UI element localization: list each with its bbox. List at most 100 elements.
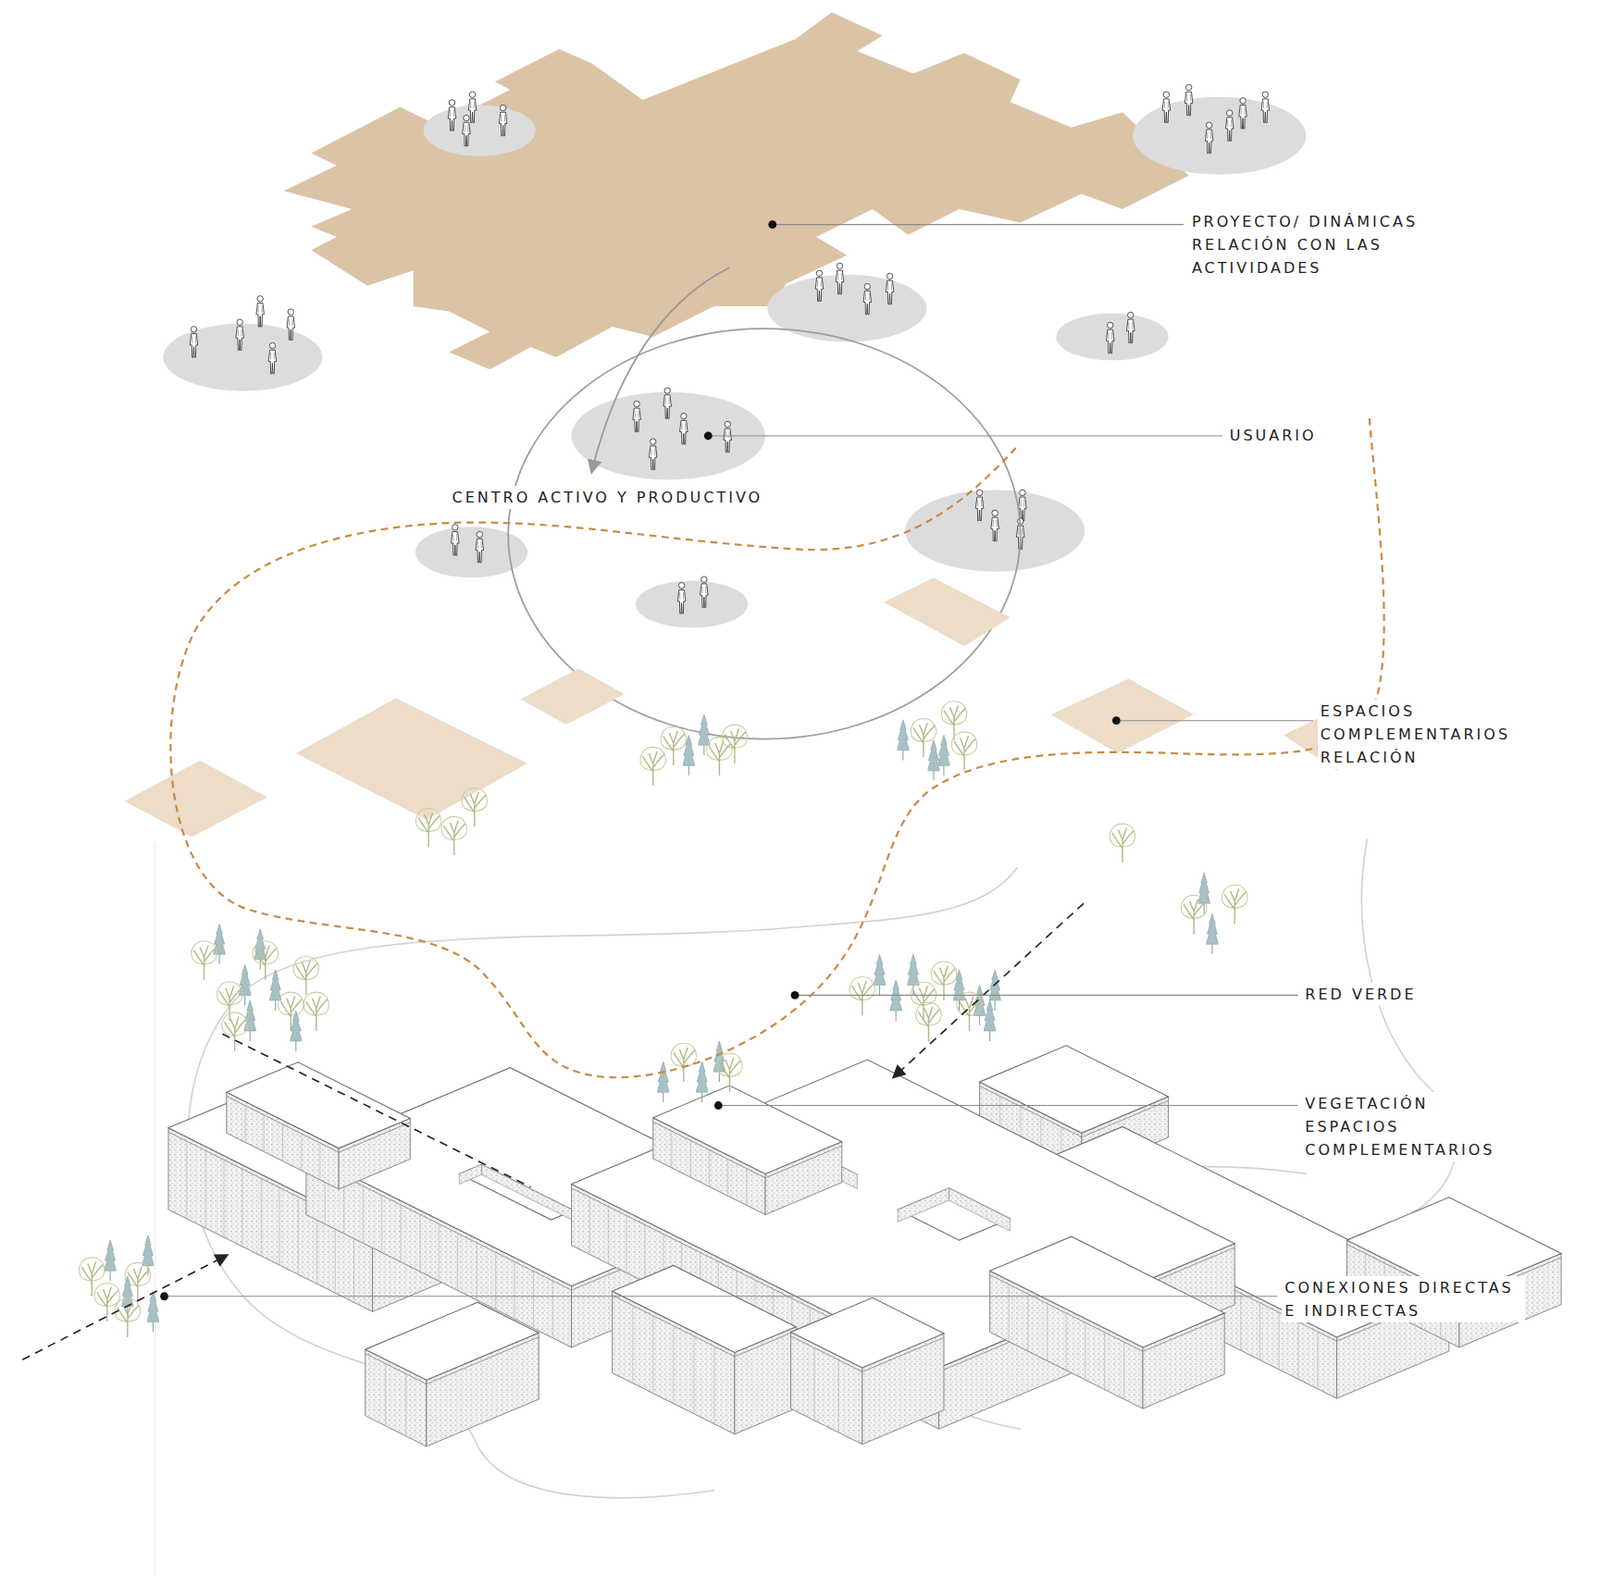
leader-line	[794, 994, 1299, 996]
mullion	[205, 1150, 207, 1228]
project-plane	[284, 12, 1190, 370]
mullion	[242, 1168, 244, 1247]
leader-line	[164, 1295, 1278, 1297]
roof-slab	[365, 1302, 539, 1380]
person-figure	[1239, 98, 1248, 129]
person-figure	[1127, 311, 1136, 343]
leader-dot	[1112, 716, 1121, 725]
deciduous-tree	[415, 808, 441, 848]
mullion	[814, 1348, 816, 1421]
user-area	[905, 489, 1085, 571]
green-network	[170, 418, 1384, 1078]
roof-slab	[653, 1085, 843, 1174]
mullion	[672, 1326, 674, 1404]
roof-slab	[979, 1045, 1169, 1134]
deciduous-tree	[278, 992, 304, 1031]
mullion	[263, 1115, 265, 1153]
connection-arrow	[22, 1255, 227, 1361]
conifer-tree	[953, 969, 966, 1011]
mullion	[260, 1178, 262, 1256]
mullion	[1046, 1303, 1048, 1362]
mullion	[223, 1159, 225, 1238]
courtyard	[897, 1188, 1010, 1241]
courtyard-wall	[481, 1164, 573, 1221]
courtyard-wall	[458, 1164, 482, 1184]
mullion	[514, 1261, 516, 1319]
mullion	[838, 1360, 840, 1433]
person-figure	[268, 342, 277, 373]
mullion	[1103, 1332, 1105, 1390]
leader-dot	[768, 220, 777, 229]
person-figure	[885, 272, 894, 304]
person-figure	[1261, 91, 1270, 123]
deciduous-tree	[1180, 894, 1206, 934]
conifer-tree	[238, 964, 251, 1005]
building	[168, 1045, 1562, 1447]
deciduous-tree	[222, 1012, 248, 1052]
mullion	[1123, 1341, 1125, 1400]
building-volume	[791, 1297, 944, 1444]
callout-label: ESPACIOS COMPLEMENTARIOS RELACIÓN	[1317, 699, 1523, 769]
mullion	[708, 1150, 710, 1188]
mullion	[476, 1242, 478, 1301]
conifer-tree	[121, 1276, 134, 1317]
mullion	[1278, 1312, 1280, 1370]
person-figure	[677, 582, 686, 614]
mullion	[495, 1252, 497, 1310]
context-curve	[1357, 839, 1457, 1236]
callout-label: CENTRO ACTIVO Y PRODUCTIVO	[448, 485, 774, 509]
mullion	[279, 1187, 281, 1266]
callout-label: PROYECTO/ DINÁMICAS RELACIÓN CON LAS ACT…	[1189, 210, 1430, 280]
mullion	[727, 1159, 729, 1197]
person-figure	[475, 531, 484, 562]
mullion	[693, 1336, 695, 1414]
user-area	[635, 581, 748, 629]
mullion	[1027, 1293, 1029, 1352]
mullion	[1316, 1331, 1318, 1390]
building-volume	[365, 1302, 539, 1447]
mullion	[297, 1196, 299, 1275]
user-area	[1055, 313, 1168, 361]
building-volume	[653, 1085, 843, 1216]
person-figure	[451, 524, 460, 556]
roof-edge	[791, 1336, 944, 1373]
mullion	[1240, 1292, 1241, 1351]
person-figure	[991, 509, 1000, 541]
complementary-space	[296, 697, 528, 819]
mullion	[632, 1305, 633, 1384]
mullion	[1259, 1302, 1261, 1361]
mullion	[670, 1130, 672, 1168]
connection-line	[222, 1033, 531, 1187]
deciduous-tree	[216, 981, 242, 1021]
person-figure	[663, 387, 672, 419]
mullion	[1297, 1322, 1299, 1380]
complementary-space	[520, 668, 624, 725]
person-figure	[975, 489, 984, 521]
callout-label: USUARIO	[1227, 423, 1328, 447]
mullion	[1066, 1313, 1067, 1371]
courtyard-wall	[897, 1188, 949, 1222]
conifer-tree	[695, 1061, 708, 1103]
roof-slab	[791, 1297, 944, 1368]
callout-label: CONEXIONES DIRECTAS E INDIRECTAS	[1281, 1276, 1526, 1323]
mullion	[419, 1214, 421, 1272]
person-figure	[632, 400, 642, 432]
mullion	[400, 1204, 402, 1263]
deciduous-tree	[670, 1042, 696, 1082]
deciduous-tree	[941, 701, 967, 741]
conifer-tree	[896, 719, 909, 761]
deciduous-tree	[721, 724, 747, 764]
person-figure	[447, 99, 457, 131]
conifer-tree	[103, 1240, 116, 1281]
leader-line	[1116, 719, 1314, 721]
person-figure	[1184, 84, 1193, 115]
conifer-tree	[682, 734, 695, 776]
complementary-space	[1051, 678, 1194, 754]
person-figure	[815, 270, 824, 301]
mullion	[186, 1141, 187, 1219]
courtyard	[458, 1164, 574, 1220]
person-figure	[235, 319, 245, 350]
mullion	[1084, 1322, 1086, 1380]
person-figure	[723, 421, 732, 452]
